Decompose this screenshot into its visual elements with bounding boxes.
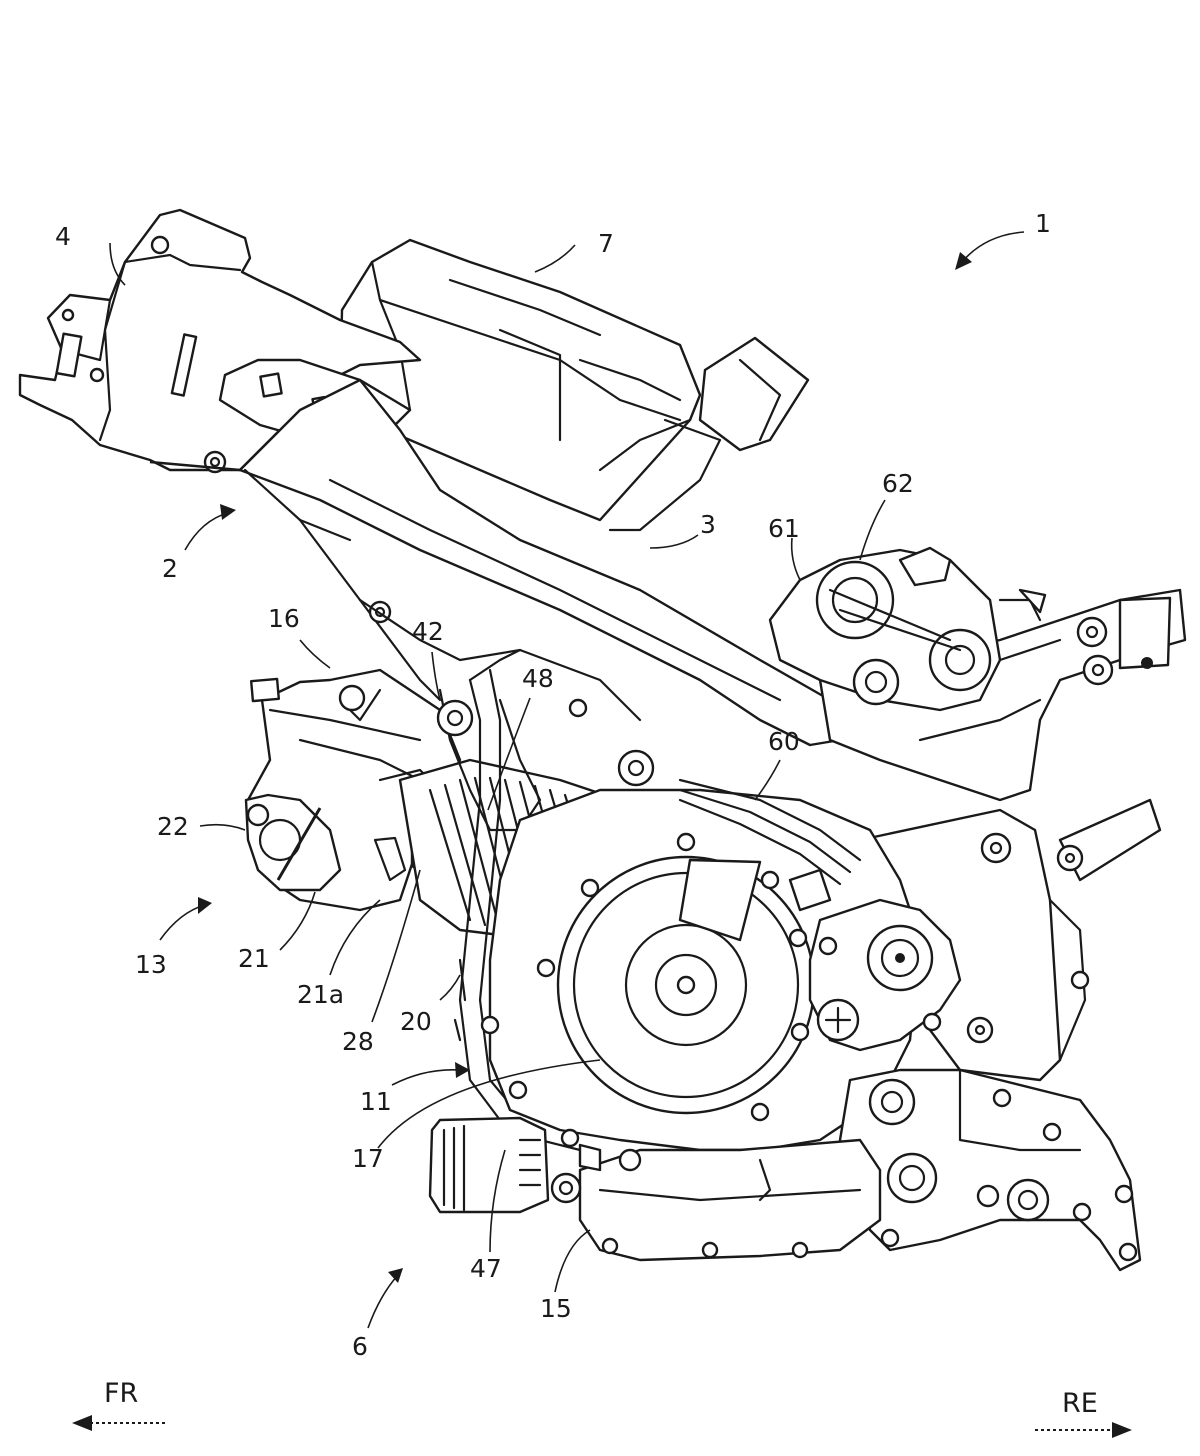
ref-vehicle: 1 [1035, 209, 1051, 238]
rear-arrowhead [1112, 1422, 1132, 1438]
ref-head-pipe: 4 [55, 222, 71, 251]
throttle-body-assembly [768, 546, 1047, 712]
ref-part-60: 60 [768, 727, 800, 756]
front-direction-label: FR [104, 1378, 138, 1409]
ref-frame: 2 [162, 554, 178, 583]
ref-part-42: 42 [412, 617, 444, 646]
rear-direction-label: RE [1062, 1388, 1098, 1419]
ref-exhaust: 13 [135, 950, 167, 979]
ref-part-62: 62 [882, 469, 914, 498]
ref-part-47: 47 [470, 1254, 502, 1283]
ref-generator-cover: 17 [352, 1144, 384, 1173]
front-arrowhead [72, 1415, 92, 1431]
ref-part-21: 21 [238, 944, 270, 973]
ref-part-21a: 21a [297, 980, 344, 1009]
ref-part-22: 22 [157, 812, 189, 841]
ref-engine: 11 [360, 1087, 392, 1116]
engine-body [244, 648, 1142, 1272]
ref-crankcase: 15 [540, 1294, 572, 1323]
air-cleaner-box [338, 238, 810, 532]
ref-main-frame: 3 [700, 510, 716, 539]
ref-power-unit: 6 [352, 1332, 368, 1361]
ref-part-61: 61 [768, 514, 800, 543]
ref-part-28: 28 [342, 1027, 374, 1056]
vehicle-frame [18, 208, 842, 747]
ref-cylinder: 20 [400, 1007, 432, 1036]
leader-lines [109, 231, 1025, 1329]
rear-frame [818, 588, 1187, 1082]
ref-part-48: 48 [522, 664, 554, 693]
ref-cylinder-head: 16 [268, 604, 300, 633]
ref-air-cleaner: 7 [598, 229, 614, 258]
reference-numerals: 1 4 7 62 3 61 2 16 42 48 60 22 13 21 21a… [55, 209, 1051, 1361]
direction-indicators: FR RE [72, 1378, 1132, 1438]
